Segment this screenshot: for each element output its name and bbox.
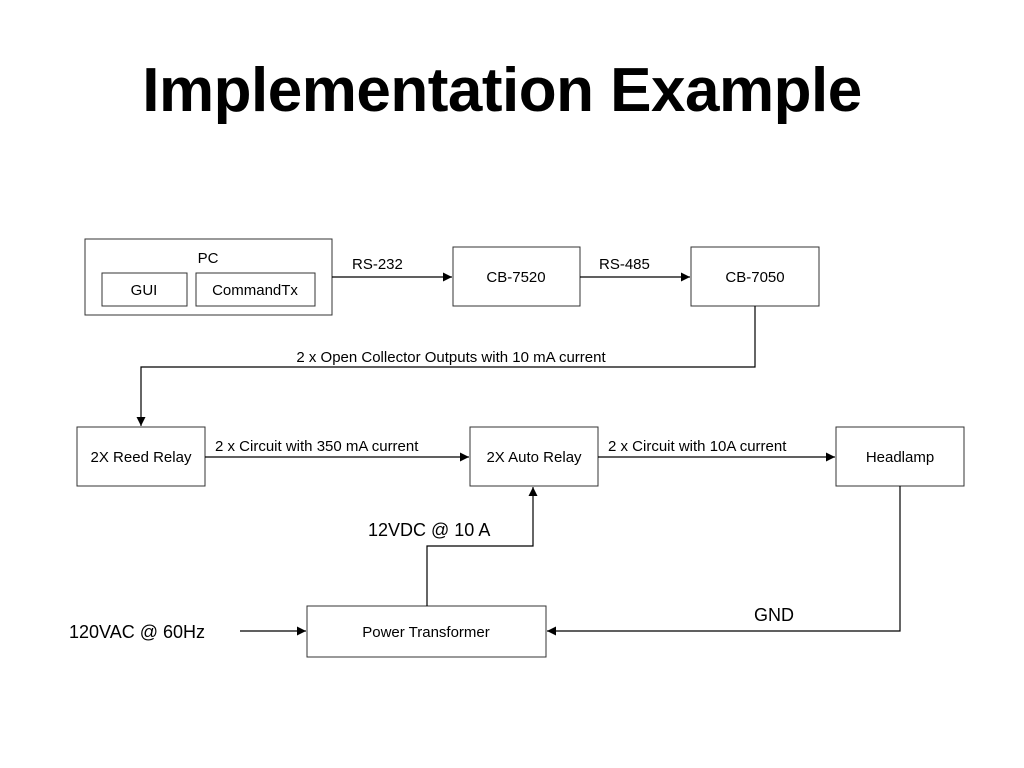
auto-relay-block: 2X Auto Relay <box>469 426 599 487</box>
pc-block: PC GUI CommandTx <box>84 238 333 316</box>
auto-relay-label: 2X Auto Relay <box>486 449 582 466</box>
gui-label: GUI <box>131 282 158 299</box>
reed-relay-block: 2X Reed Relay <box>76 426 206 487</box>
gui-block: GUI <box>101 272 188 307</box>
cb7520-label: CB-7520 <box>486 269 545 286</box>
power-transformer-label: Power Transformer <box>362 624 490 641</box>
command-tx-label: CommandTx <box>212 282 298 299</box>
command-tx-block: CommandTx <box>195 272 316 307</box>
cb7520-block: CB-7520 <box>452 246 581 307</box>
open-collector-label: 2 x Open Collector Outputs with 10 mA cu… <box>296 349 606 366</box>
gnd-label: GND <box>754 605 794 625</box>
vdc-12-label: 12VDC @ 10 A <box>368 520 490 540</box>
rs485-label: RS-485 <box>599 256 650 273</box>
circuit-10a-label: 2 x Circuit with 10A current <box>608 438 787 455</box>
page-title: Implementation Example <box>142 56 862 125</box>
power-transformer-block: Power Transformer <box>306 605 547 658</box>
rs232-label: RS-232 <box>352 256 403 273</box>
reed-relay-label: 2X Reed Relay <box>91 449 192 466</box>
open-collector-arrow <box>136 306 756 426</box>
cb7050-block: CB-7050 <box>690 246 820 307</box>
headlamp-block: Headlamp <box>835 426 965 487</box>
circuit-350ma-label: 2 x Circuit with 350 mA current <box>215 438 419 455</box>
vac-120-label: 120VAC @ 60Hz <box>69 622 205 642</box>
cb7050-label: CB-7050 <box>725 269 784 286</box>
pc-label: PC <box>198 250 219 267</box>
headlamp-label: Headlamp <box>866 449 934 466</box>
vdc-12-arrow <box>426 487 538 606</box>
gnd-arrow <box>547 486 901 636</box>
